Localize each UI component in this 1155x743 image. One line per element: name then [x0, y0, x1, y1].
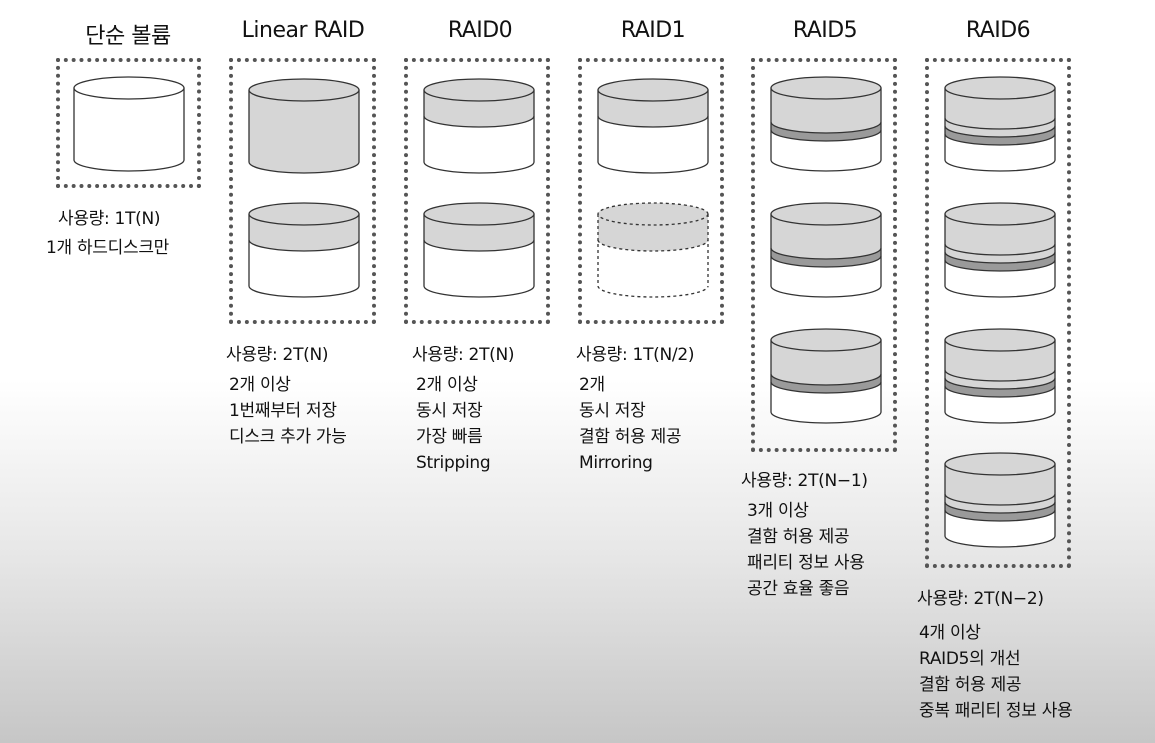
note-raid5-3: 패리티 정보 사용: [747, 553, 865, 573]
note-raid6-2: RAID5의 개선: [919, 649, 1021, 669]
usage-raid5: 사용량: 2T(N−1): [741, 471, 868, 491]
note-linear-1: 2개 이상: [229, 375, 291, 395]
disk-raid1-2-mirror: [597, 202, 709, 298]
note-raid0-1: 2개 이상: [416, 375, 478, 395]
note-raid6-3: 결함 허용 제공: [919, 675, 1022, 695]
note-raid5-1: 3개 이상: [747, 501, 809, 521]
disk-raid1-1: [597, 78, 709, 174]
note-raid0-2: 동시 저장: [416, 401, 483, 421]
note-raid1-4: Mirroring: [579, 453, 653, 473]
usage-raid1: 사용량: 1T(N/2): [576, 345, 695, 365]
disk-raid0-1: [423, 78, 535, 174]
title-raid5: RAID5: [792, 18, 858, 43]
usage-raid0: 사용량: 2T(N): [412, 345, 515, 365]
disk-raid5-1: [770, 76, 882, 172]
usage-raid6: 사용량: 2T(N−2): [917, 589, 1044, 609]
note-raid5-2: 결함 허용 제공: [747, 527, 850, 547]
note-raid1-3: 결함 허용 제공: [579, 427, 682, 447]
note-raid1-1: 2개: [579, 375, 605, 395]
note-raid0-3: 가장 빠름: [416, 427, 483, 447]
notes-single: 1개 하드디스크만: [46, 235, 169, 261]
title-raid6: RAID6: [965, 18, 1031, 43]
disk-raid6-4: [944, 452, 1056, 548]
notes-raid5: 3개 이상 결함 허용 제공 패리티 정보 사용 공간 효율 좋음: [747, 498, 865, 602]
disk-raid0-2: [423, 202, 535, 298]
disk-raid6-3: [944, 328, 1056, 424]
notes-raid6: 4개 이상 RAID5의 개선 결함 허용 제공 중복 패리티 정보 사용: [919, 620, 1073, 724]
title-linear-raid: Linear RAID: [241, 18, 365, 43]
usage-single: 사용량: 1T(N): [58, 209, 161, 229]
disk-group-box-raid5: [751, 58, 897, 452]
disk-group-box-single: [56, 58, 201, 188]
disk-raid5-2: [770, 202, 882, 298]
note-raid6-1: 4개 이상: [919, 623, 981, 643]
notes-linear: 2개 이상 1번째부터 저장 디스크 추가 가능: [229, 372, 347, 450]
note-raid5-4: 공간 효율 좋음: [747, 579, 850, 599]
notes-raid1: 2개 동시 저장 결함 허용 제공 Mirroring: [579, 372, 682, 476]
title-raid1: RAID1: [620, 18, 686, 43]
disk-raid6-1: [944, 76, 1056, 172]
disk-single-1: [73, 76, 185, 172]
disk-raid6-2: [944, 202, 1056, 298]
title-raid0: RAID0: [447, 18, 513, 43]
usage-linear: 사용량: 2T(N): [226, 345, 329, 365]
note-single-1: 1개 하드디스크만: [46, 238, 169, 258]
disk-raid5-3: [770, 328, 882, 424]
note-raid6-4: 중복 패리티 정보 사용: [919, 701, 1073, 721]
note-raid1-2: 동시 저장: [579, 401, 646, 421]
disk-group-box-raid6: [925, 58, 1071, 568]
disk-group-box-raid1: [578, 58, 724, 324]
disk-linear-2: [248, 202, 360, 298]
notes-raid0: 2개 이상 동시 저장 가장 빠름 Stripping: [416, 372, 491, 476]
note-linear-2: 1번째부터 저장: [229, 401, 337, 421]
note-raid0-4: Stripping: [416, 453, 491, 473]
disk-group-box-raid0: [404, 58, 550, 324]
title-single-volume: 단순 볼륨: [85, 24, 171, 49]
disk-group-box-linear: [229, 58, 376, 324]
note-linear-3: 디스크 추가 가능: [229, 427, 347, 447]
disk-linear-1: [248, 78, 360, 174]
